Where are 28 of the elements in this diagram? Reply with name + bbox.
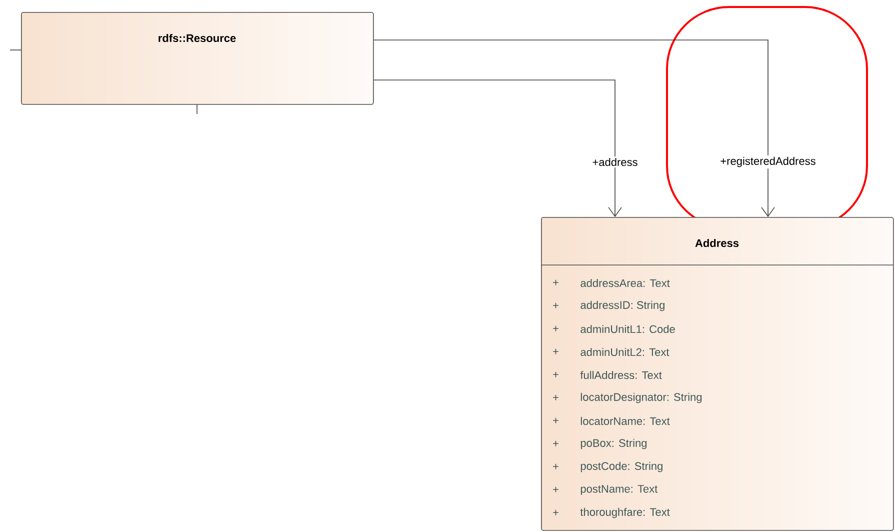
attribute-text: thoroughfare: Text: [580, 508, 670, 518]
connector-line: [196, 104, 198, 114]
attribute-text: fullAddress: Text: [580, 370, 662, 380]
visibility-marker: +: [553, 280, 558, 286]
attribute-text: poBox: String: [580, 438, 647, 450]
visibility-marker: +: [553, 394, 558, 400]
edge-label: +registeredAddress: [718, 155, 818, 169]
visibility-marker: +: [553, 302, 558, 308]
visibility-marker: +: [553, 348, 558, 354]
visibility-marker: +: [553, 418, 558, 424]
attribute-text: postName: Text: [580, 485, 658, 495]
visibility-marker: +: [553, 440, 558, 446]
attribute-text: locatorName: Text: [580, 416, 670, 426]
visibility-marker: +: [553, 486, 558, 492]
edge-label: +address: [590, 156, 640, 168]
attribute-text: adminUnitL1: Code: [580, 324, 675, 334]
class-box: rdfs::Resource: [21, 12, 374, 105]
visibility-marker: +: [553, 372, 558, 378]
visibility-marker: +: [553, 510, 558, 516]
attribute-text: adminUnitL2: Text: [580, 348, 670, 356]
visibility-marker: +: [553, 464, 558, 470]
visibility-marker: +: [553, 326, 558, 332]
association-arrow: [373, 80, 622, 217]
attribute-text: addressID: String: [580, 300, 664, 312]
attribute-text: postCode: String: [580, 462, 662, 472]
attribute-text: locatorDesignator: String: [580, 392, 702, 404]
association-arrow: [373, 40, 775, 217]
attribute-text: addressArea: Text: [580, 278, 670, 288]
